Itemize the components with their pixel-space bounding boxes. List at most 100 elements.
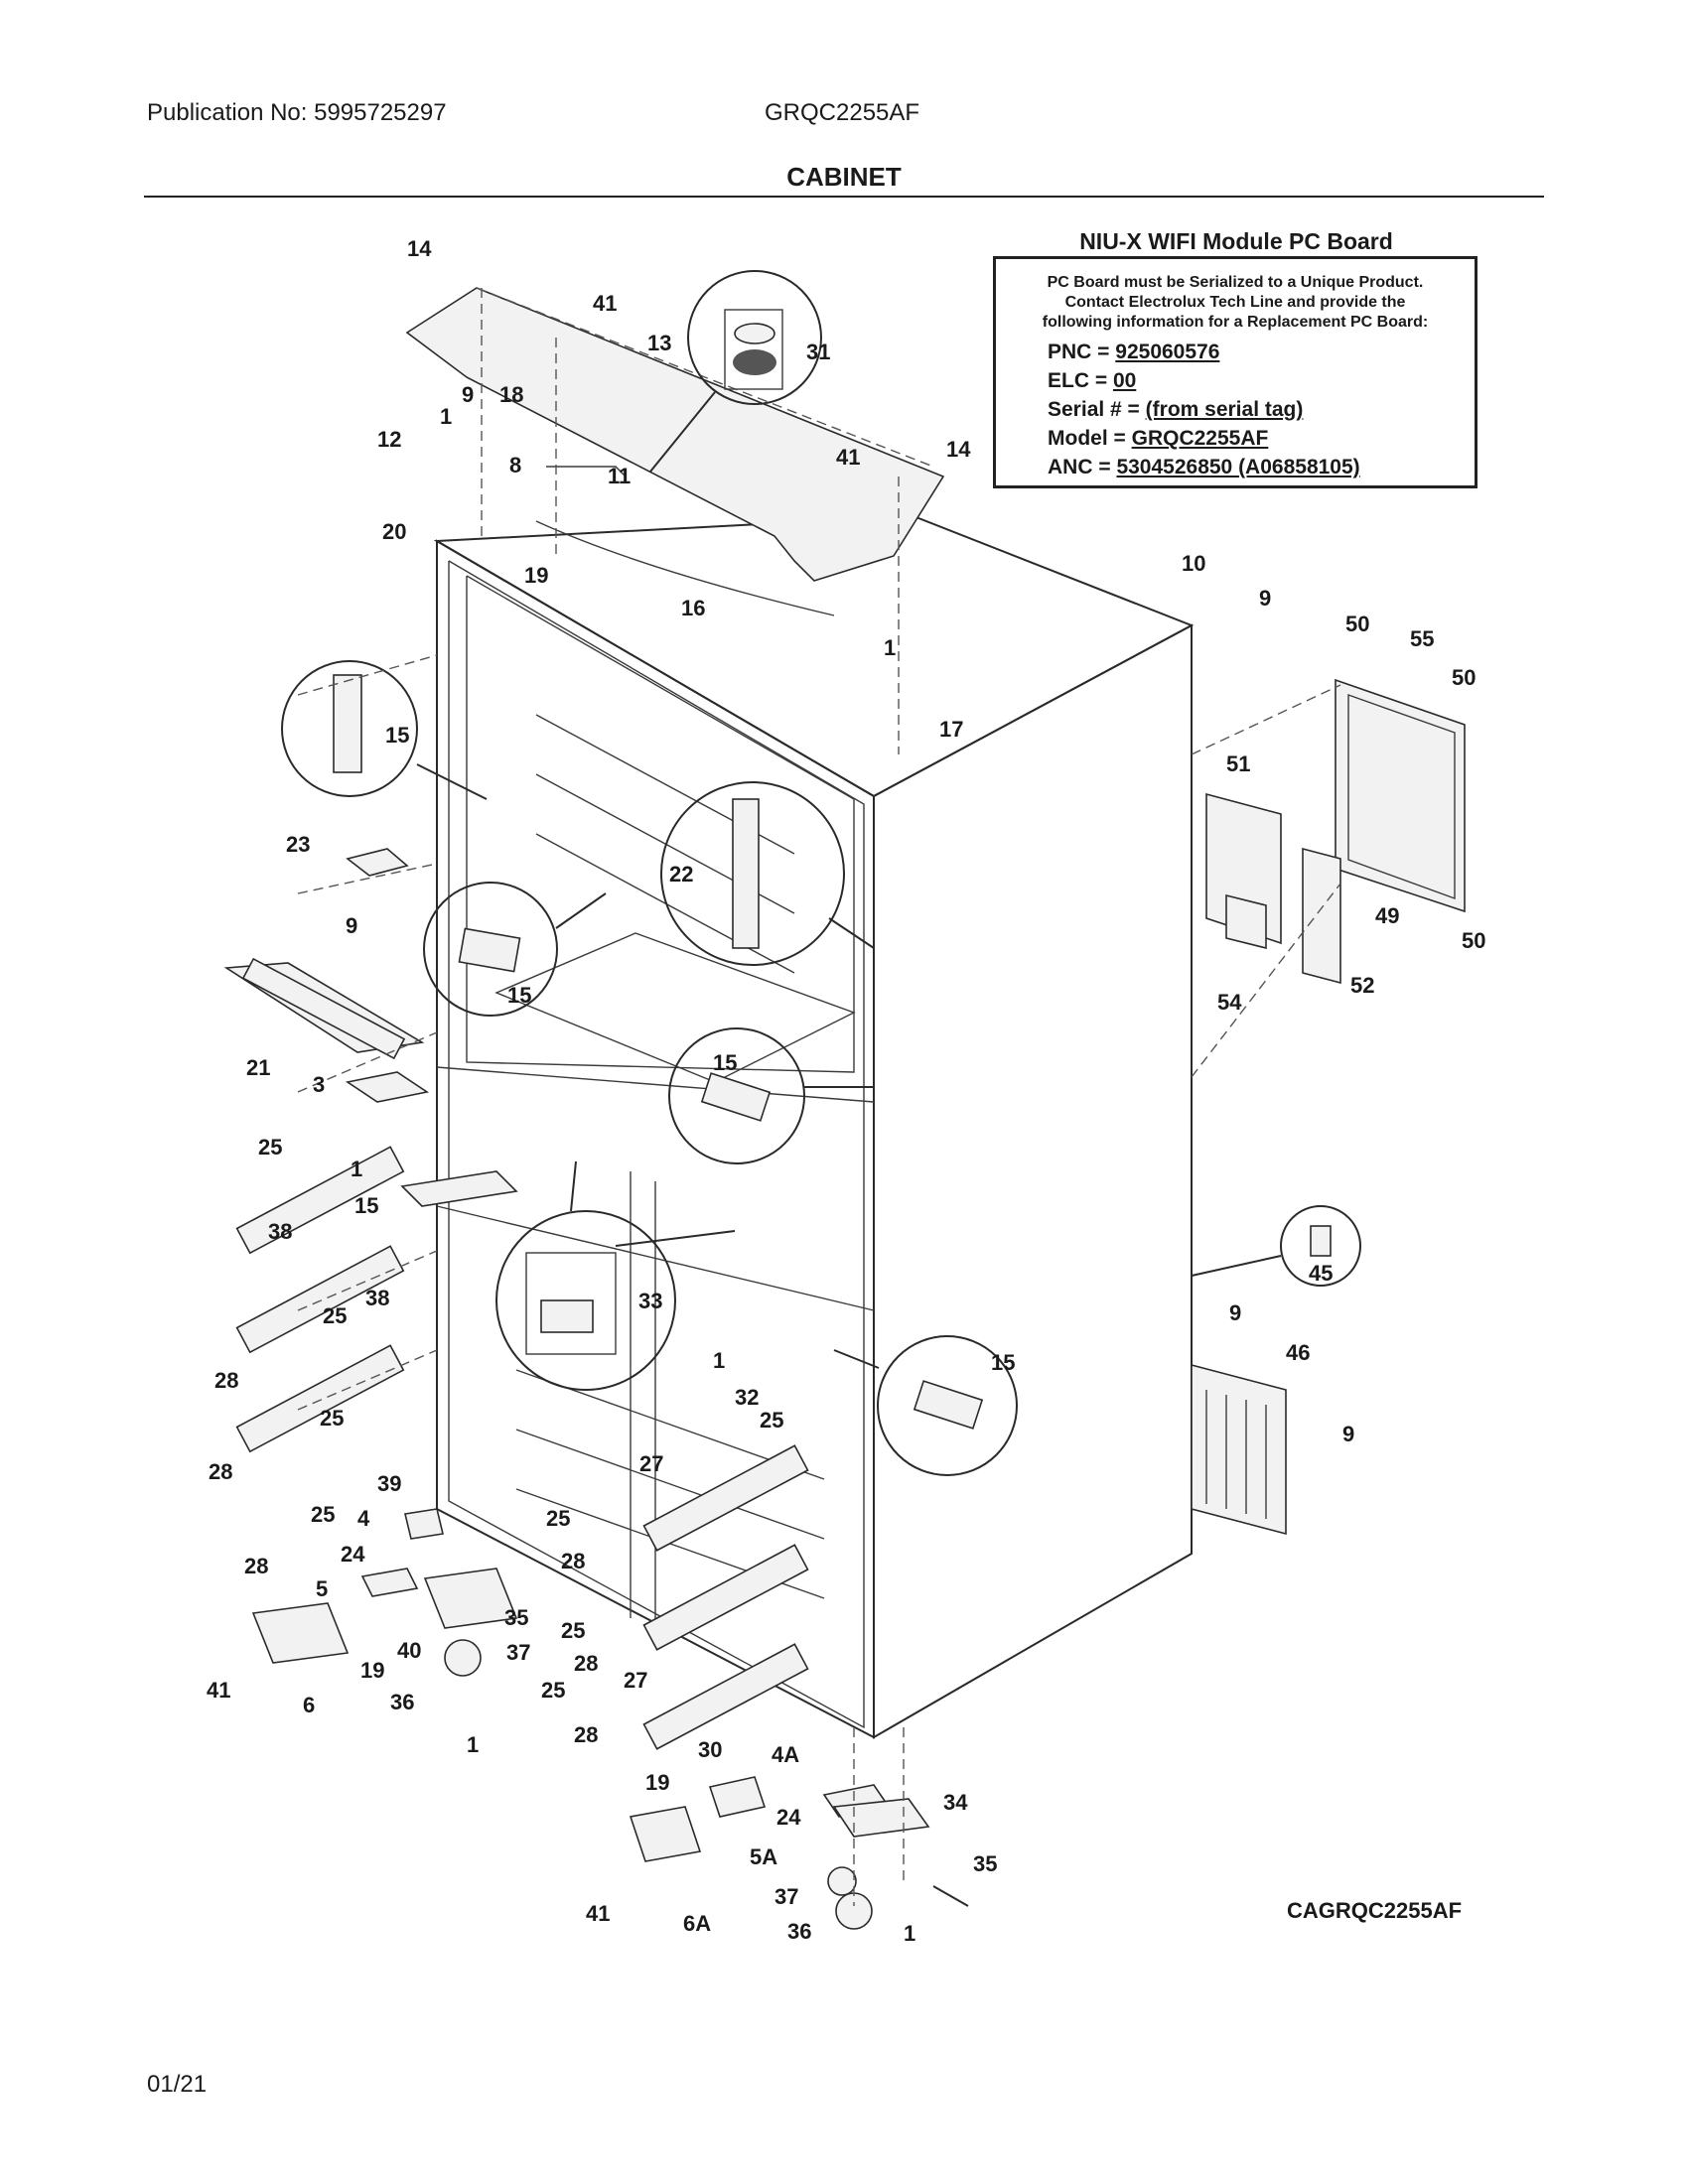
kick-plate-grille-46: [1191, 1363, 1287, 1536]
section-title: CABINET: [786, 162, 902, 192]
callout-30: 30: [698, 1737, 722, 1762]
callout-25: 25: [541, 1678, 565, 1703]
serial-label: Serial # =: [1048, 398, 1146, 421]
callout-45: 45: [1309, 1261, 1333, 1286]
pnc-label: PNC =: [1048, 341, 1116, 363]
callout-25: 25: [561, 1618, 585, 1643]
callout-24: 24: [341, 1542, 365, 1567]
callout-6: 6: [303, 1693, 315, 1717]
callout-15: 15: [713, 1050, 737, 1075]
publication-number: Publication No: 5995725297: [147, 99, 447, 126]
title-rule: [144, 196, 1544, 198]
serial-value: (from serial tag): [1145, 398, 1304, 421]
callout-25: 25: [311, 1502, 335, 1527]
callout-51: 51: [1226, 751, 1250, 776]
anc-label: ANC =: [1048, 456, 1117, 478]
callout-37: 37: [506, 1640, 530, 1665]
callout-38: 38: [268, 1219, 292, 1244]
callout-9: 9: [1259, 586, 1271, 611]
callout-15: 15: [385, 723, 409, 748]
pnc-value: 925060576: [1115, 341, 1220, 363]
callout-10: 10: [1182, 551, 1205, 576]
niu-module-title: NIU-X WIFI Module PC Board: [1079, 228, 1393, 254]
callout-36: 36: [787, 1919, 811, 1944]
callout-41: 41: [586, 1901, 610, 1926]
callout-16: 16: [681, 596, 705, 620]
callout-28: 28: [561, 1549, 585, 1573]
callout-50: 50: [1452, 665, 1476, 690]
pnc-row: PNC = 925060576: [1048, 341, 1219, 364]
callout-41: 41: [207, 1678, 230, 1703]
callout-54: 54: [1217, 990, 1242, 1015]
callout-35: 35: [504, 1605, 528, 1630]
callout-6a: 6A: [683, 1911, 711, 1936]
callout-22: 22: [669, 862, 693, 887]
footer-date: 01/21: [147, 2071, 208, 2098]
top-cover-13: [405, 287, 945, 616]
callout-19: 19: [645, 1770, 669, 1795]
callout-15: 15: [507, 983, 531, 1008]
niu-note-line: following information for a Replacement …: [1042, 314, 1429, 331]
callout-28: 28: [209, 1459, 232, 1484]
callout-38: 38: [365, 1286, 389, 1310]
elc-label: ELC =: [1048, 369, 1113, 392]
callout-9: 9: [1229, 1300, 1241, 1325]
drawing-code: CAGRQC2255AF: [1287, 1898, 1463, 1923]
callout-9: 9: [346, 913, 357, 938]
niu-note-line: Contact Electrolux Tech Line and provide…: [1064, 294, 1406, 311]
callout-3: 3: [313, 1072, 325, 1097]
callout-50: 50: [1462, 928, 1485, 953]
callout-35: 35: [973, 1851, 997, 1876]
callout-labels: 14 41 13 31 9 18 12 1 8 11 41 14 20 19 1…: [207, 236, 1485, 1946]
callout-50: 50: [1345, 612, 1369, 636]
callout-28: 28: [574, 1722, 598, 1747]
callout-28: 28: [214, 1368, 238, 1393]
callout-52: 52: [1350, 973, 1374, 998]
callout-1: 1: [904, 1921, 915, 1946]
callout-25: 25: [760, 1408, 783, 1433]
callout-4a: 4A: [772, 1742, 799, 1767]
callout-20: 20: [382, 519, 406, 544]
dashed-leaders: [297, 288, 905, 1906]
callout-14: 14: [946, 437, 971, 462]
callout-1: 1: [351, 1157, 362, 1181]
callout-15: 15: [354, 1193, 378, 1218]
callout-24: 24: [776, 1805, 801, 1830]
callout-14: 14: [407, 236, 432, 261]
callout-40: 40: [397, 1638, 421, 1663]
elc-value: 00: [1112, 369, 1137, 392]
left-side-parts: [223, 848, 518, 1677]
callout-19: 19: [524, 563, 548, 588]
freezer-rails: [629, 1444, 969, 1930]
model-number: GRQC2255AF: [765, 99, 920, 126]
elc-row: ELC = 00: [1048, 369, 1136, 393]
callout-55: 55: [1410, 626, 1434, 651]
callout-23: 23: [286, 832, 310, 857]
callout-21: 21: [246, 1055, 270, 1080]
callout-8: 8: [509, 453, 521, 478]
callout-34: 34: [943, 1790, 968, 1815]
callout-32: 32: [735, 1385, 759, 1410]
serial-row: Serial # = (from serial tag): [1048, 398, 1303, 422]
callout-9: 9: [1342, 1422, 1354, 1446]
callout-27: 27: [639, 1451, 663, 1476]
callout-25: 25: [258, 1135, 282, 1160]
callout-1: 1: [713, 1348, 725, 1373]
anc-value: 5304526850 (A06858105): [1116, 456, 1360, 478]
callout-49: 49: [1375, 903, 1399, 928]
callout-12: 12: [377, 427, 401, 452]
callout-9: 9: [462, 382, 474, 407]
callout-41: 41: [593, 291, 617, 316]
callout-41: 41: [836, 445, 860, 470]
callout-15: 15: [991, 1350, 1015, 1375]
callout-1: 1: [467, 1732, 479, 1757]
callout-1: 1: [884, 635, 896, 660]
niu-note-line: PC Board must be Serialized to a Unique …: [1047, 274, 1424, 291]
cabinet-body: [433, 514, 1195, 1739]
callout-5: 5: [316, 1576, 328, 1601]
model-value: GRQC2255AF: [1131, 427, 1269, 450]
callout-4: 4: [357, 1506, 370, 1531]
callout-19: 19: [360, 1658, 384, 1683]
callout-25: 25: [323, 1303, 347, 1328]
